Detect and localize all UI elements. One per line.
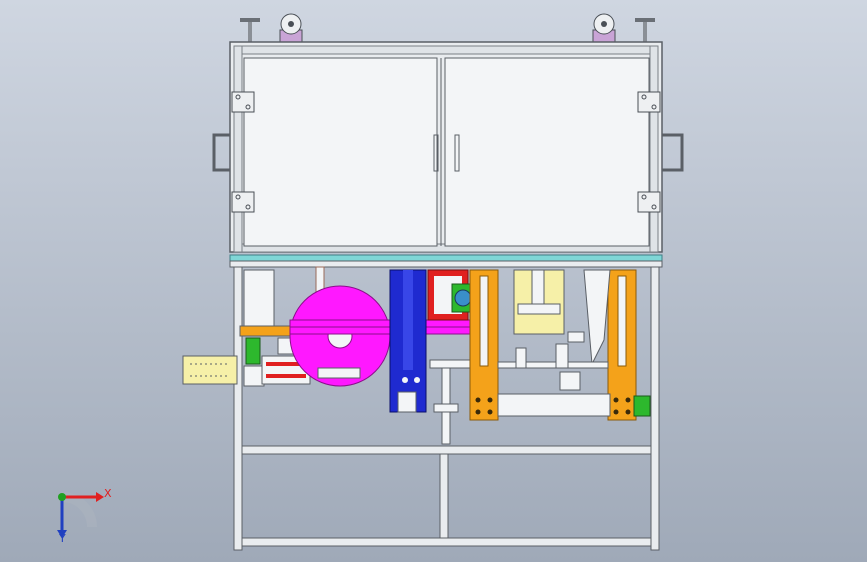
leveling-foot-left: [240, 18, 260, 42]
pneumatic-cylinder-left: [261, 337, 311, 385]
orange-rail-left: [469, 269, 499, 421]
x-axis-label: X: [104, 487, 112, 500]
caster-wheel-right: [592, 13, 616, 45]
camera-sensor: [451, 283, 475, 313]
orange-rail-right: [607, 269, 637, 421]
side-bracket-left: [182, 355, 238, 385]
hinge-set: [231, 91, 661, 213]
side-handle-right: [662, 133, 684, 172]
cross-bar: [497, 343, 609, 391]
vertical-shaft: [429, 359, 471, 445]
door-handle-left: [433, 134, 439, 172]
upper-cabinet[interactable]: [229, 41, 663, 253]
mounting-plate: [229, 254, 663, 268]
lower-frame: [233, 266, 660, 551]
coordinate-triad: [57, 492, 104, 538]
leveling-foot-right: [635, 18, 655, 42]
bottom-cylinder-right: [497, 393, 651, 417]
y-axis-label: Y: [58, 532, 66, 545]
caster-wheel-left: [279, 13, 303, 45]
unwind-reel: [289, 285, 391, 387]
yellow-clamp-block: [513, 269, 565, 335]
guide-plate-right: [583, 269, 611, 366]
blue-linear-module: [389, 269, 427, 413]
motor-housing: [239, 269, 291, 387]
support-bracket-center: [567, 331, 585, 343]
door-handle-right: [454, 134, 460, 172]
side-handle-left: [212, 133, 230, 172]
